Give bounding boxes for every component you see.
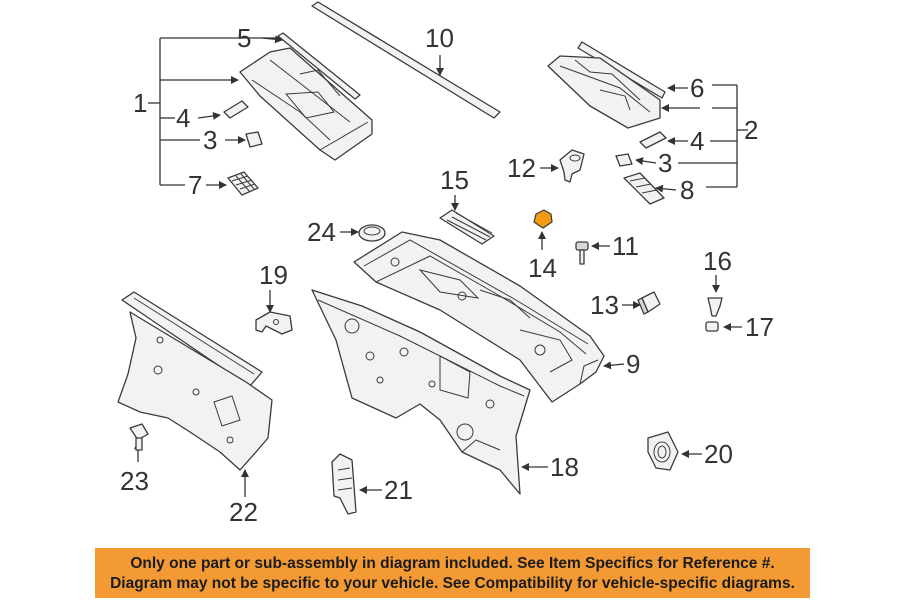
callout-14: 14 <box>528 253 557 283</box>
cowl-panel-left-part-1 <box>239 47 373 161</box>
clip-part-23 <box>129 423 149 451</box>
callout-15: 15 <box>440 165 469 195</box>
plug-part-24 <box>358 224 386 242</box>
bracket-part-12 <box>559 149 585 183</box>
callout-3-right: 3 <box>658 148 672 178</box>
callout-8: 8 <box>680 175 694 205</box>
seal-part-4-left <box>223 100 249 119</box>
bracket-part-21 <box>331 453 357 515</box>
grille-part-15 <box>439 209 495 245</box>
callout-labels: 1 5 4 3 7 10 6 2 4 3 8 12 15 24 14 11 16… <box>120 23 774 527</box>
callout-20: 20 <box>704 439 733 469</box>
grommet-part-20 <box>647 431 679 471</box>
callout-7: 7 <box>188 170 202 200</box>
clip-part-3-right <box>615 153 633 167</box>
disclaimer-banner: Only one part or sub-assembly in diagram… <box>95 548 810 598</box>
seal-strip-part-5 <box>277 32 361 100</box>
callout-24: 24 <box>307 217 336 247</box>
callout-12: 12 <box>507 153 536 183</box>
callout-2: 2 <box>744 115 758 145</box>
callout-17: 17 <box>745 312 774 342</box>
callout-18: 18 <box>550 452 579 482</box>
callout-6: 6 <box>690 73 704 103</box>
callout-5: 5 <box>237 23 251 53</box>
callout-3-left: 3 <box>203 125 217 155</box>
cowl-panel-right-part-2 <box>547 55 661 129</box>
highlighted-part-14 <box>533 209 553 229</box>
callout-4-right: 4 <box>690 126 704 156</box>
callout-19: 19 <box>259 260 288 290</box>
parts-diagram: 1 5 4 3 7 10 6 2 4 3 8 12 15 24 14 11 16… <box>117 1 774 527</box>
weatherstrip-part-10 <box>311 1 501 119</box>
grille-part-7 <box>227 171 259 196</box>
insulator-part-22 <box>117 291 273 471</box>
grille-part-8 <box>623 172 665 205</box>
callout-11: 11 <box>612 231 639 261</box>
seal-part-4-right <box>639 131 667 149</box>
clip-part-3-left <box>245 131 263 148</box>
disclaimer-line-1: Only one part or sub-assembly in diagram… <box>130 555 775 572</box>
callout-4-left: 4 <box>176 103 190 133</box>
callout-21: 21 <box>384 475 413 505</box>
disclaimer-line-2: Diagram may not be specific to your vehi… <box>110 575 795 592</box>
callout-16: 16 <box>703 246 732 276</box>
cowl-top-part-9 <box>353 231 605 403</box>
clip-part-16 <box>707 297 723 317</box>
pad-part-13 <box>637 291 661 315</box>
nut-part-17 <box>705 321 719 332</box>
callout-22: 22 <box>229 497 258 527</box>
callout-10: 10 <box>425 23 454 53</box>
callout-13: 13 <box>590 290 619 320</box>
callout-1: 1 <box>133 88 147 118</box>
bolt-part-11 <box>575 241 589 265</box>
callout-9: 9 <box>626 349 640 379</box>
callout-23: 23 <box>120 466 149 496</box>
dash-panel-part-18 <box>311 289 531 495</box>
bracket-part-19 <box>255 311 293 335</box>
